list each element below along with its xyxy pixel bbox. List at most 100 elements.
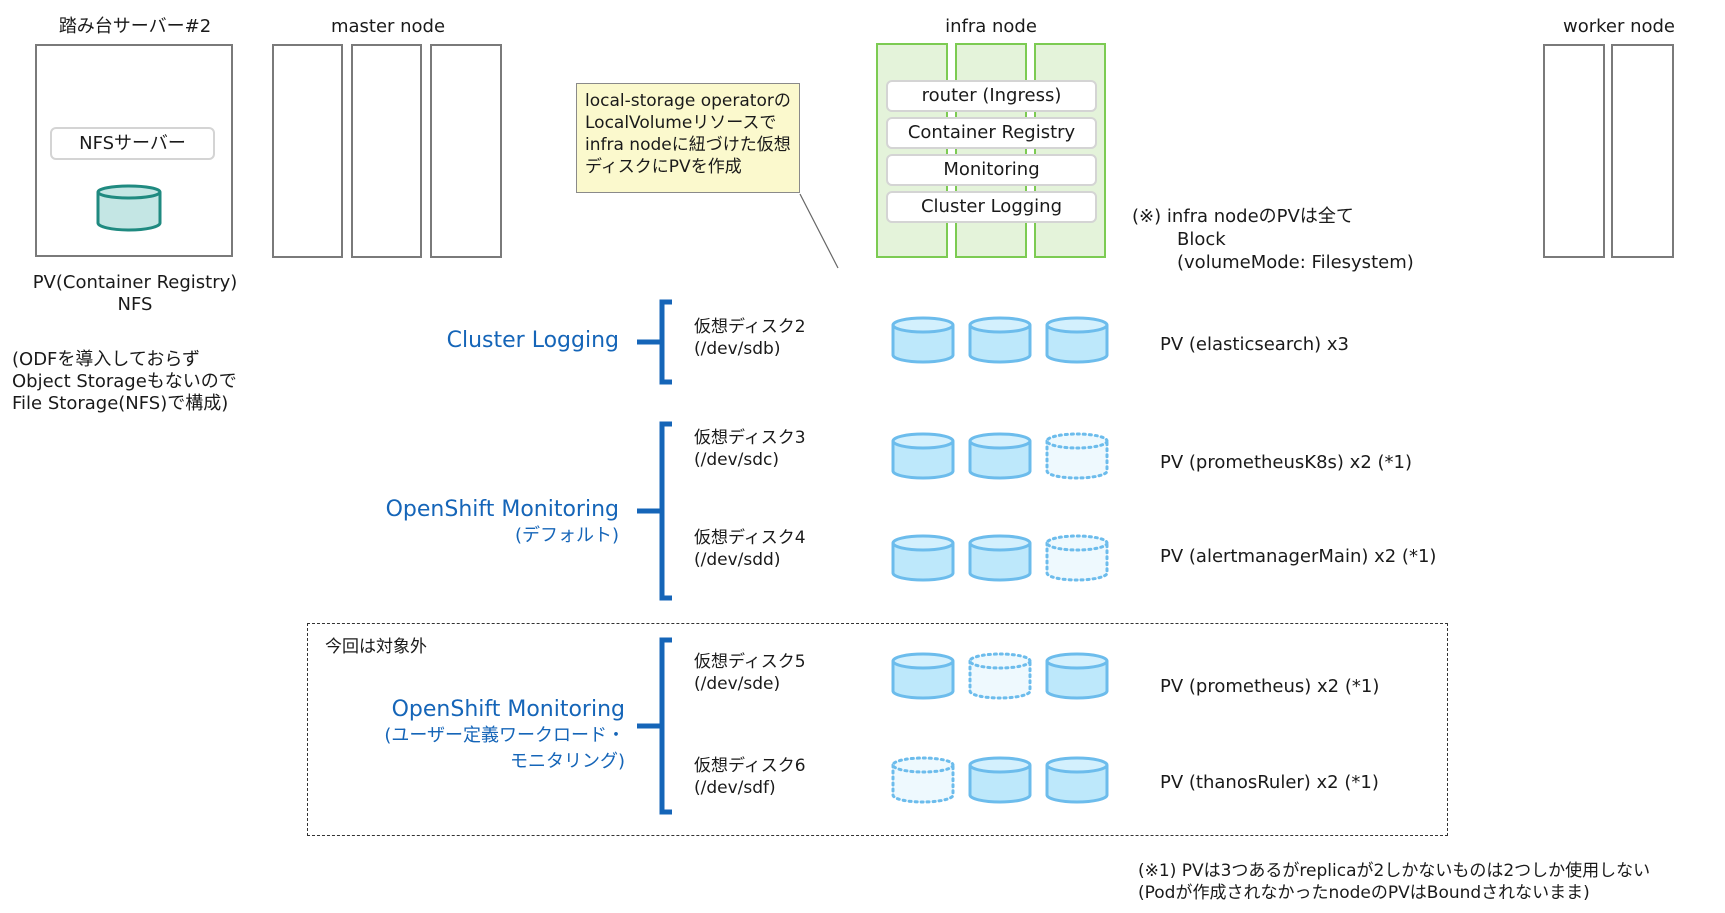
pv-disk-unbound [1045,432,1109,480]
footnote-line-1: (※1) PVは3つあるがreplicaが2しかないものは2つしか使用しない [1138,861,1651,881]
service-cluster-logging: Cluster Logging [886,191,1097,223]
pv-disk-bound [1045,756,1109,804]
infra-node-title: infra node [945,16,1037,37]
pv-label-alertmanagermain: PV (alertmanagerMain) x2 (*1) [1160,546,1437,567]
bastion-note-3: File Storage(NFS)で構成) [12,393,229,414]
pv-label-prometheus: PV (prometheus) x2 (*1) [1160,676,1380,697]
pv-label-prometheusk8s: PV (prometheusK8s) x2 (*1) [1160,452,1412,473]
service-monitoring: Monitoring [886,154,1097,186]
disk-top [968,316,1032,334]
disk-3-name: 仮想ディスク3 [694,428,806,448]
bastion-pv-label-2: NFS [117,294,153,315]
group-monitoring-default-sub: (デフォルト) [514,525,619,546]
disk-top [1045,534,1109,552]
pv-label-thanosruler: PV (thanosRuler) x2 (*1) [1160,772,1379,793]
service-container-registry: Container Registry [886,117,1097,149]
disk-6-name: 仮想ディスク6 [694,756,806,776]
pv-disk-bound [891,316,955,364]
infra-note-3: (volumeMode: Filesystem) [1177,252,1414,273]
disk-top [891,432,955,450]
disk-top [1045,316,1109,334]
pv-disk-bound [1045,316,1109,364]
disk-body [968,543,1032,582]
disk-4-device: (/dev/sdd) [694,550,781,570]
disk-top [1045,432,1109,450]
group-monitoring-user-label: OpenShift Monitoring [391,697,625,722]
disk-4-name: 仮想ディスク4 [694,528,806,548]
group-monitoring-user-sub-2: モニタリング) [509,751,625,772]
disk-6-device: (/dev/sdf) [694,778,776,798]
disk-top [891,652,955,670]
disk-top [968,652,1032,670]
disk-body [891,763,955,804]
disk-body [968,765,1032,804]
group-cluster-logging: Cluster Logging [447,328,619,353]
disk-top [1045,652,1109,670]
disk-body [891,661,955,700]
disk-5-name: 仮想ディスク5 [694,652,806,672]
pv-disk-bound [1045,652,1109,700]
disk-top [968,432,1032,450]
out-of-scope-label: 今回は対象外 [325,637,427,657]
local-storage-callout: local-storage operatorの LocalVolumeリソースで… [576,83,800,193]
group-cluster-logging-label: Cluster Logging [446,328,619,353]
service-router: router (Ingress) [886,80,1097,112]
disk-top [891,756,955,774]
master-node-3 [430,44,502,258]
group-openshift-monitoring-default: OpenShift Monitoring (デフォルト) [386,497,619,549]
disk-5-device: (/dev/sde) [694,674,781,694]
disk-body [968,659,1032,700]
pv-disk-bound [891,534,955,582]
disk-body [1045,439,1109,480]
group-monitoring-user-sub-1: (ユーザー定義ワークロード・ [384,725,625,746]
callout-line-4: ディスクにPVを作成 [585,157,742,177]
group-monitoring-default-label: OpenShift Monitoring [385,497,619,522]
worker-node-2 [1611,44,1674,258]
disk-2-device: (/dev/sdb) [694,339,781,359]
disk-body [1045,765,1109,804]
disk-body [1045,661,1109,700]
footnote-line-2: (Podが作成されなかったnodeのPVはBoundされないまま) [1138,883,1590,903]
worker-node-1 [1543,44,1605,258]
out-of-scope-region [307,623,1448,836]
master-node-2 [351,44,422,258]
worker-node-title: worker node [1562,16,1676,37]
infra-note-1: (※) infra nodeのPVは全て [1132,206,1354,227]
master-node-1 [272,44,343,258]
disk-top [891,534,955,552]
disk-top [891,316,955,334]
pv-disk-bound [968,432,1032,480]
nfs-storage-icon [96,184,162,232]
nfs-server-service: NFSサーバー [50,127,215,160]
disk-3-device: (/dev/sdc) [694,450,780,470]
bastion-title: 踏み台サーバー#2 [58,16,212,37]
disk-body [891,325,955,364]
infra-note-2: Block [1177,229,1226,250]
disk-body [1045,325,1109,364]
pv-disk-bound [968,316,1032,364]
disk-top [968,534,1032,552]
callout-line-2: LocalVolumeリソースで [585,113,777,133]
disk-top [1045,756,1109,774]
bastion-note-2: Object Storageもないので [12,371,237,392]
pv-disk-unbound [891,756,955,804]
pv-label-elasticsearch: PV (elasticsearch) x3 [1160,334,1349,355]
pv-disk-bound [968,534,1032,582]
master-node-title: master node [330,16,446,37]
pv-disk-bound [968,756,1032,804]
pv-disk-unbound [1045,534,1109,582]
bastion-pv-label-1: PV(Container Registry) [32,272,238,293]
group-openshift-monitoring-user: OpenShift Monitoring (ユーザー定義ワークロード・ モニタリ… [384,697,625,775]
disk-body [1045,541,1109,582]
pv-disk-bound [891,432,955,480]
bastion-note-1: (ODFを導入しておらず [12,349,200,370]
disk-body [968,325,1032,364]
pv-disk-bound [891,652,955,700]
disk-top [968,756,1032,774]
callout-line-3: infra nodeに紐づけた仮想 [585,135,791,155]
bastion-server-box [35,44,233,257]
disk-2-name: 仮想ディスク2 [694,317,806,337]
disk-body [891,543,955,582]
disk-body [968,441,1032,480]
